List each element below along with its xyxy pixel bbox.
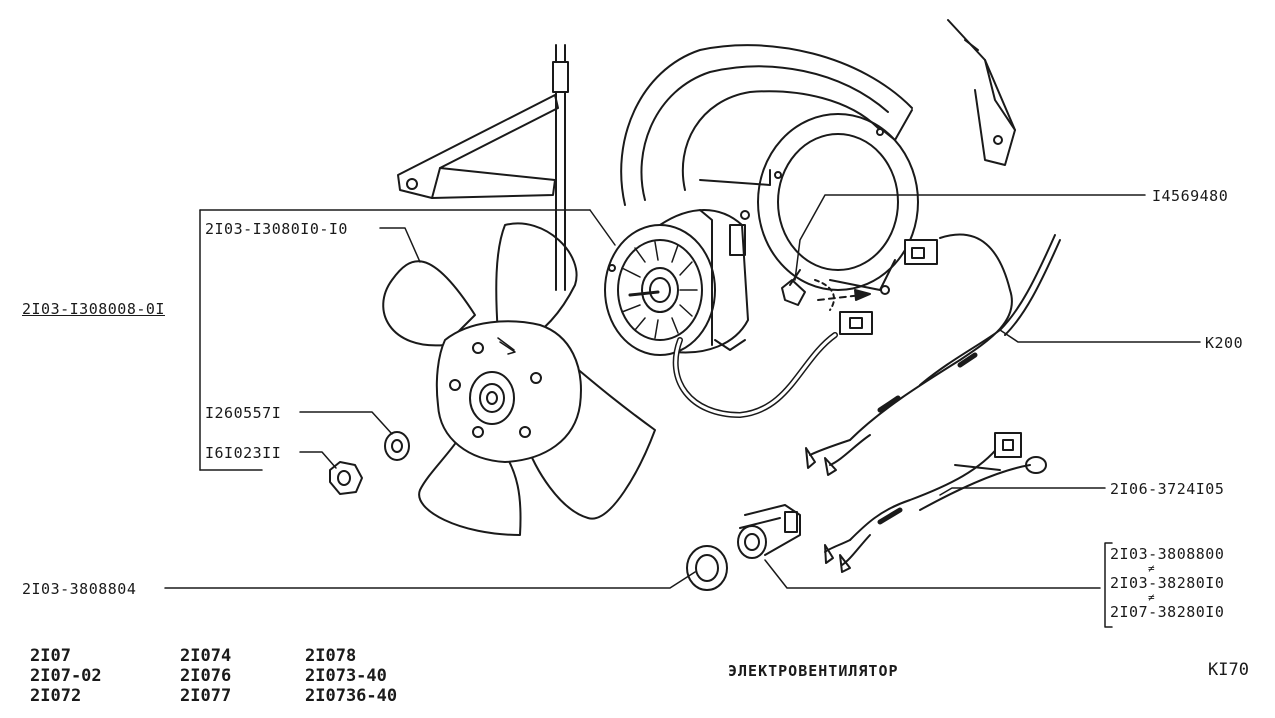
model-item: 2I072: [30, 686, 82, 706]
leader-main-to-motor: [589, 209, 616, 246]
model-item: 2I077: [180, 686, 232, 706]
model-list-col2: 2I074 2I076 2I077: [180, 646, 231, 706]
model-list-col1: 2I07 2I07-02 2I072: [30, 646, 102, 706]
leader-sensor: [764, 559, 1101, 589]
electric-motor: [604, 209, 750, 356]
hex-nut: [329, 461, 363, 495]
temperature-sensor: [737, 504, 801, 559]
label-harness: K200: [1205, 334, 1244, 352]
fan-impeller: [382, 222, 656, 536]
model-item: 2I07: [30, 646, 71, 666]
label-main-assembly: 2I03-I308008-0I: [22, 300, 165, 318]
label-wire-set: 2I06-3724I05: [1110, 480, 1225, 498]
leader-washer: [299, 411, 393, 435]
sealing-gasket: [686, 545, 728, 591]
motor-cable: [672, 311, 873, 418]
leader-lines: [164, 194, 1201, 628]
mounting-bracket: [397, 94, 559, 199]
model-item: 2I076: [180, 666, 232, 686]
sheet-code: KI70: [1208, 660, 1249, 680]
model-item: 2I07-02: [30, 666, 102, 686]
sensor-bracket: [1104, 542, 1113, 628]
label-motor-clip: I4569480: [1152, 187, 1229, 205]
leader-wireset: [939, 487, 1106, 496]
label-fan: 2I03-I3080I0-I0: [205, 220, 348, 238]
leader-fan: [379, 227, 421, 263]
label-sensor-2: 2I03-38280I0: [1110, 574, 1225, 592]
wiring-harness: [805, 233, 1061, 476]
not-equal-mark-1: ≠: [1148, 562, 1155, 575]
label-nut: I6I023II: [205, 444, 282, 462]
diagram-title: ЭЛЕКТРОВЕНТИЛЯТОР: [728, 662, 899, 680]
not-equal-mark-2: ≠: [1148, 591, 1155, 604]
model-list-col3: 2I078 2I073-40 2I0736-40: [305, 646, 397, 706]
label-gasket: 2I03-3808804: [22, 580, 137, 598]
spring-washer: [384, 431, 410, 461]
radiator-rod: [552, 44, 569, 291]
fan-shroud: [620, 44, 919, 295]
top-right-bracket: [947, 19, 1016, 166]
wire-set: [824, 432, 1047, 573]
leader-gasket: [164, 571, 696, 589]
leader-nut: [299, 451, 337, 469]
model-item: 2I073-40: [305, 666, 387, 686]
model-item: 2I078: [305, 646, 357, 666]
assembly-arrow: [814, 279, 871, 311]
label-washer: I260557I: [205, 404, 282, 422]
leader-clip: [794, 194, 1146, 281]
model-item: 2I0736-40: [305, 686, 398, 706]
label-sensor-1: 2I03-3808800: [1110, 545, 1225, 563]
model-item: 2I074: [180, 646, 232, 666]
label-sensor-3: 2I07-38280I0: [1110, 603, 1225, 621]
leader-harness: [999, 329, 1201, 343]
